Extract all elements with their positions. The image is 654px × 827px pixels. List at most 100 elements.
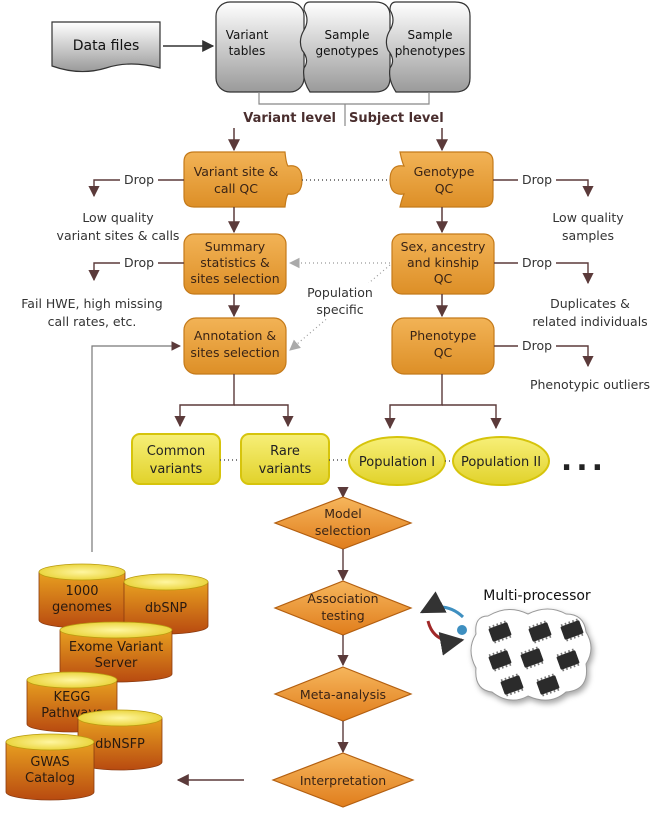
model-selection-line1: Model <box>324 506 362 521</box>
rare-variants-node: Rare variants <box>240 433 330 485</box>
variant-tables-line2: tables <box>229 44 266 58</box>
rare-variants-line2: variants <box>259 462 312 477</box>
meta-analysis-node: Meta-analysis <box>273 666 413 722</box>
phenotype-qc-line2: QC <box>434 345 453 360</box>
db-kegg-pathways-label: KEGG <box>54 690 91 705</box>
genotype-qc-node: Genotype QC <box>389 151 494 208</box>
data-files-node: Data files <box>51 21 161 73</box>
common-variants-line1: Common <box>147 444 206 459</box>
summary-statistics-node: Summary statistics & sites selection <box>183 233 287 295</box>
processor-chips <box>488 618 584 697</box>
fail-hwe-line2: call rates, etc. <box>48 314 137 329</box>
subject-level-label: Subject level <box>349 111 444 126</box>
low-quality-variants-line2: variant sites & calls <box>57 228 180 243</box>
sample-phenotypes-node <box>385 1 471 93</box>
rare-variants-line1: Rare <box>270 444 300 459</box>
summary-line2: statistics & <box>200 255 270 270</box>
meta-analysis-label: Meta-analysis <box>300 687 386 702</box>
sex-ancestry-line1: Sex, ancestry <box>401 239 486 254</box>
split-arrow-common <box>174 374 235 428</box>
db-exome-variant-server-label: Exome Variant <box>69 640 163 655</box>
multiprocessor-out-arrow <box>419 591 465 619</box>
association-testing-node: Association testing <box>273 580 413 636</box>
phenotypic-outliers-label: Phenotypic outliers <box>530 377 650 392</box>
sex-ancestry-qc-node: Sex, ancestry and kinship QC <box>391 233 495 295</box>
database-feedback-arrow <box>91 341 181 552</box>
drop-label-phenotype: Drop <box>522 338 552 353</box>
low-quality-samples-line1: Low quality <box>552 210 624 225</box>
multiprocessor-cloud <box>470 608 592 701</box>
duplicates-line1: Duplicates & <box>550 296 630 311</box>
common-variants-line2: variants <box>150 462 203 477</box>
processor-chip-icon <box>556 648 580 672</box>
phenotype-qc-line1: Phenotype <box>410 328 477 343</box>
population-specific-bg <box>302 283 378 319</box>
drop-label-bg-3 <box>120 254 158 270</box>
split-arrow-pop1 <box>384 374 443 430</box>
processor-chip-icon <box>488 648 512 672</box>
sample-phenotypes-line2: phenotypes <box>395 44 466 58</box>
db-dbsnp: dbSNP <box>123 573 209 635</box>
multiprocessor-label: Multi-processor <box>483 588 591 604</box>
processor-chip-icon <box>528 620 552 644</box>
processor-chip-icon <box>520 646 544 670</box>
split-arrow-pop2 <box>442 404 502 430</box>
sample-genotypes-line1: Sample <box>325 28 370 42</box>
multiprocessor-out-dot <box>457 625 467 635</box>
sample-genotypes-line2: genotypes <box>315 44 378 58</box>
population-2-label: Population II <box>461 455 541 470</box>
drop-label-bg-5 <box>518 337 556 353</box>
low-quality-samples-line2: samples <box>562 228 614 243</box>
db-gwas-catalog-label: GWAS <box>30 755 69 770</box>
variant-site-qc-line1: Variant site & <box>194 164 279 179</box>
association-line1: Association <box>307 591 378 606</box>
processor-chip-icon <box>560 618 584 642</box>
population-1-node: Population I <box>348 436 446 486</box>
sample-phenotypes-line1: Sample <box>408 28 453 42</box>
db-1000-genomes-label: genomes <box>52 600 112 615</box>
variant-site-qc-node: Variant site & call QC <box>183 151 303 208</box>
level-bracket <box>258 92 430 105</box>
genotype-qc-line1: Genotype <box>414 164 475 179</box>
processor-chip-icon <box>488 620 512 644</box>
common-variants-node: Common variants <box>131 433 221 485</box>
summary-line1: Summary <box>205 239 266 254</box>
sex-ancestry-line3: QC <box>434 271 453 286</box>
db-exome-variant-server-label: Server <box>95 656 138 671</box>
population-specific-line2: specific <box>316 302 363 317</box>
variant-site-qc-line2: call QC <box>214 181 258 196</box>
variant-tables-line1: Variant <box>226 28 269 42</box>
model-selection-line2: selection <box>315 523 371 538</box>
db-gwas-catalog-label: Catalog <box>25 771 75 786</box>
drop-label-bg-4 <box>518 254 556 270</box>
fail-hwe-line1: Fail HWE, high missing <box>21 296 162 311</box>
drop-label-bg-1 <box>120 171 158 187</box>
annotation-line1: Annotation & <box>194 328 277 343</box>
split-arrow-rare <box>234 404 294 428</box>
more-groups-ellipsis: ... <box>561 443 607 478</box>
population-1-label: Population I <box>359 455 435 470</box>
processor-chip-icon <box>536 673 560 697</box>
model-selection-node: Model selection <box>273 496 413 550</box>
phenotype-qc-node: Phenotype QC <box>391 317 495 375</box>
db-1000-genomes-label: 1000 <box>65 584 98 599</box>
association-line2: testing <box>321 608 364 623</box>
population-2-node: Population II <box>452 436 550 486</box>
variant-level-label: Variant level <box>243 111 336 126</box>
genotype-qc-line2: QC <box>435 181 454 196</box>
drop-label-variant-site: Drop <box>124 172 154 187</box>
drop-label-genotype: Drop <box>522 172 552 187</box>
data-files-label: Data files <box>73 38 140 54</box>
db-dbsnp-label: dbSNP <box>145 601 187 616</box>
sex-ancestry-line2: and kinship <box>407 255 479 270</box>
interpretation-label: Interpretation <box>300 773 386 788</box>
multiprocessor-in-arrow <box>426 620 465 656</box>
population-specific-line1: Population <box>307 285 373 300</box>
drop-label-sex-ancestry: Drop <box>522 255 552 270</box>
annotation-line2: sites selection <box>190 345 279 360</box>
